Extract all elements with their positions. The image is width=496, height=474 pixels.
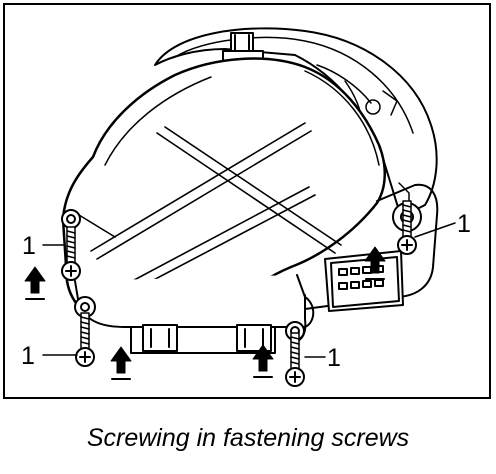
- callout-label: 1: [327, 344, 341, 372]
- leader-line: [414, 222, 456, 238]
- lower-clip-left: [142, 324, 178, 352]
- up-arrow-icon: [252, 344, 274, 378]
- callout-label: 1: [22, 232, 36, 260]
- callout-leaders: [42, 222, 456, 358]
- screw: [285, 332, 305, 387]
- lower-clip-right: [236, 324, 272, 352]
- housing-back-shell: [154, 27, 438, 218]
- up-arrow-icon: [110, 346, 132, 380]
- figure-frame: 1 1 1 1: [3, 3, 491, 399]
- electrical-connector: [324, 250, 404, 312]
- up-arrow-icon: [24, 266, 46, 300]
- fastening-screws: [61, 200, 417, 387]
- screw: [61, 226, 81, 281]
- insertion-arrows: [24, 246, 386, 380]
- screw: [397, 200, 417, 255]
- screw: [75, 312, 95, 367]
- top-clip: [222, 32, 264, 62]
- callout-label: 1: [21, 342, 35, 370]
- housing-base: [74, 274, 315, 328]
- callout-label: 1: [457, 210, 471, 238]
- up-arrow-icon: [364, 246, 386, 280]
- headlight-housing-drawing: [24, 27, 456, 387]
- figure-caption: Screwing in fastening screws: [86, 424, 410, 452]
